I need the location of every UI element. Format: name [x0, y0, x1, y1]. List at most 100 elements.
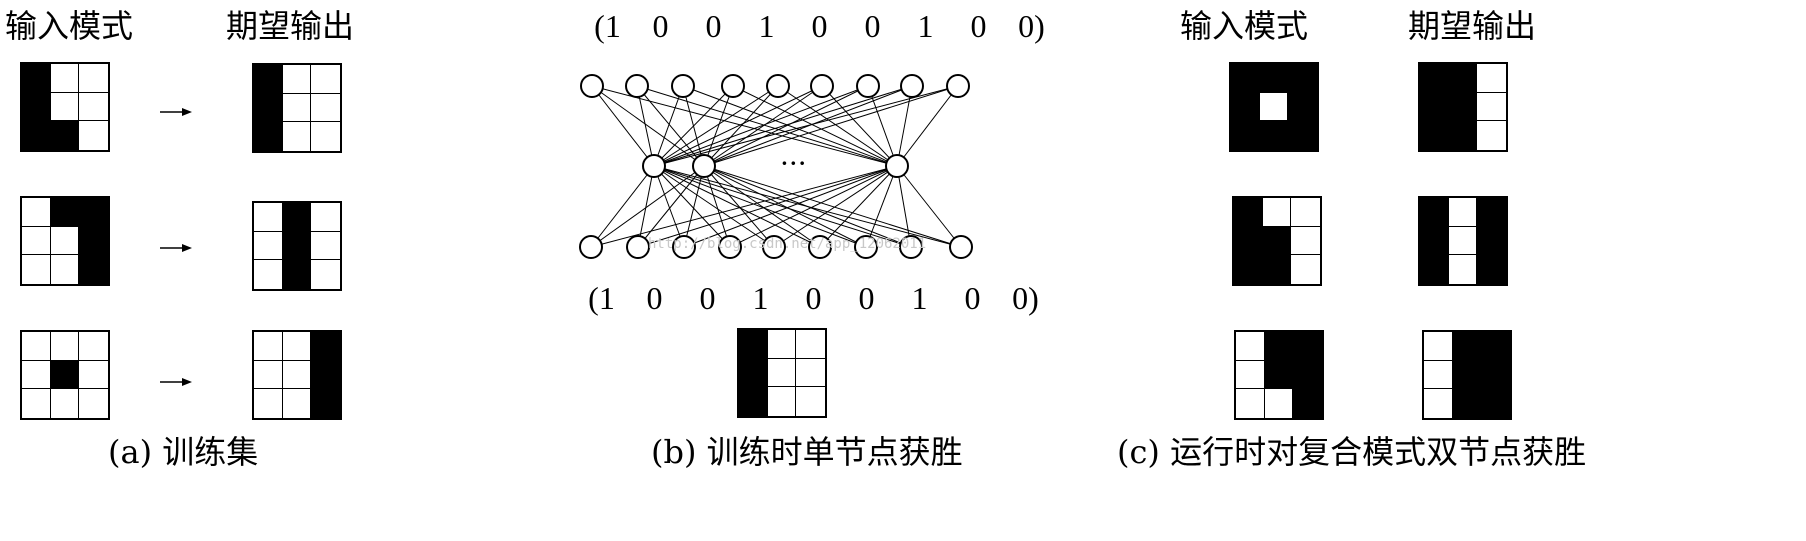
panel-c-input-header: 输入模式 [1180, 7, 1309, 45]
grid-cell [1288, 64, 1317, 93]
connection-line [703, 165, 867, 248]
grid-cell [311, 332, 340, 361]
grid-cell [1420, 255, 1449, 284]
bottom-vector-value: 0) [1012, 280, 1039, 316]
grid-cell [50, 198, 80, 227]
grid-cell [1293, 332, 1322, 361]
grid-cell [1477, 92, 1506, 122]
connection-line [703, 85, 869, 167]
connection-line [636, 85, 655, 167]
grid-cell [22, 360, 51, 390]
ellipsis: ··· [780, 147, 807, 180]
grid-cell [282, 360, 312, 390]
grid-cell [282, 389, 312, 418]
grid-cell [1452, 360, 1482, 390]
grid-cell [767, 387, 797, 416]
connection-line [896, 85, 959, 167]
grid-cell [1259, 121, 1289, 150]
connection-line [590, 165, 898, 248]
top-vector-value: 0) [1018, 8, 1045, 44]
connection-line [703, 85, 734, 167]
grid-cell [1448, 255, 1478, 284]
grid-cell [282, 260, 312, 289]
grid-cell [254, 389, 283, 418]
grid-cell [1420, 64, 1449, 93]
connection-line [683, 165, 898, 248]
output-node [626, 235, 650, 259]
grid-cell [50, 226, 80, 256]
grid-cell [1234, 198, 1263, 227]
grid-cell [1448, 121, 1478, 150]
grid-cell [311, 65, 340, 94]
input-node [900, 74, 924, 98]
bottom-vector-value: 0 [964, 280, 981, 316]
connection-line [896, 165, 912, 248]
grid-cell [50, 92, 80, 122]
grid-cell [1420, 121, 1449, 150]
input-node [721, 74, 745, 98]
connection-line [637, 165, 705, 248]
connection-line [653, 85, 959, 167]
grid-cell [79, 198, 108, 227]
grid-cell [1424, 389, 1453, 418]
grid-cell [1234, 255, 1263, 284]
panel-a-input-grid-2 [20, 196, 110, 286]
grid-cell [1477, 198, 1506, 227]
bottom-vector-value: 1 [752, 280, 769, 316]
grid-cell [1291, 255, 1320, 284]
connection-line [653, 165, 685, 248]
grid-cell [1262, 226, 1292, 256]
grid-cell [254, 122, 283, 151]
grid-cell [1481, 389, 1510, 418]
panel-a-input-grid-3 [20, 330, 110, 420]
grid-cell [254, 93, 283, 123]
connection-line [703, 165, 912, 248]
connection-line [865, 165, 898, 248]
grid-cell [79, 92, 108, 122]
grid-cell [1452, 389, 1482, 418]
grid-cell [22, 198, 51, 227]
connection-line [653, 85, 823, 167]
connection-line [703, 85, 823, 167]
grid-cell [1291, 198, 1320, 227]
grid-cell [254, 65, 283, 94]
top-vector-value: 0 [705, 8, 722, 44]
connection-line [591, 85, 705, 167]
grid-cell [311, 231, 340, 261]
grid-cell [1259, 92, 1289, 122]
top-vector-value: 0 [864, 8, 881, 44]
grid-cell [767, 358, 797, 388]
output-node [579, 235, 603, 259]
connection-line [653, 165, 821, 248]
grid-cell [254, 360, 283, 390]
grid-cell [1288, 92, 1317, 122]
watermark: http://blog.csdn.net/app_12062011 [648, 236, 927, 252]
grid-cell [282, 231, 312, 261]
connection-line [896, 85, 913, 167]
competitive-node [642, 154, 666, 178]
grid-cell [311, 389, 340, 418]
panel-a-output-grid-2 [252, 201, 342, 291]
input-node [946, 74, 970, 98]
connection-line [653, 165, 775, 248]
grid-cell [22, 332, 51, 361]
connection-line [591, 85, 898, 167]
grid-cell [254, 260, 283, 289]
connection-line [819, 165, 898, 248]
arrow-icon [160, 108, 192, 116]
grid-cell [311, 260, 340, 289]
grid-cell [282, 65, 312, 94]
panel-b-bottom-vector: (1 0 0 1 0 0 1 0 0) [575, 282, 1052, 314]
connection-line [591, 85, 655, 167]
grid-cell [50, 332, 80, 361]
grid-cell [50, 121, 80, 150]
grid-cell [50, 64, 80, 93]
grid-cell [79, 226, 108, 256]
grid-cell [1291, 226, 1320, 256]
panel-a-caption: (a) 训练集 [108, 433, 259, 471]
grid-cell [50, 389, 80, 418]
grid-cell [282, 93, 312, 123]
connection-line [637, 165, 655, 248]
grid-cell [1477, 255, 1506, 284]
grid-cell [1236, 360, 1265, 390]
